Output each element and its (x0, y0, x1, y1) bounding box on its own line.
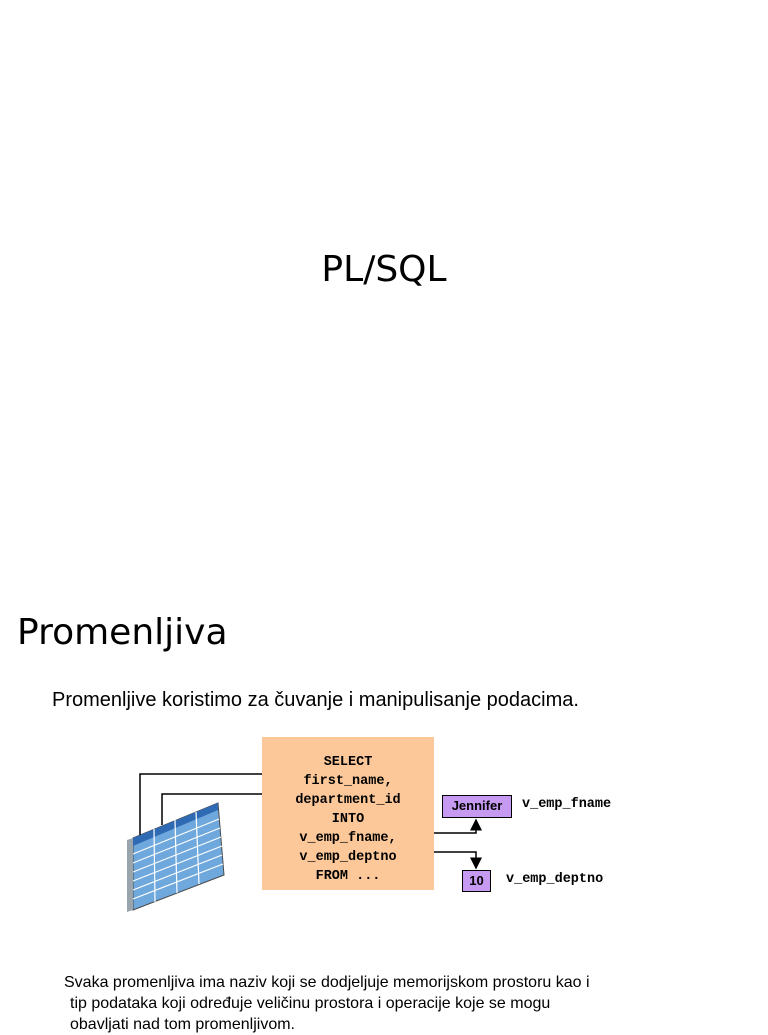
fname-variable-label: v_emp_fname (522, 797, 612, 812)
variable-description: Svaka promenljiva ima naziv koji se dodj… (64, 972, 724, 1035)
sql-line: FROM ... (315, 869, 381, 884)
sql-statement-box: SELECT first_name, department_id INTO v_… (262, 737, 434, 890)
arrow-to-deptno (426, 851, 482, 870)
intro-text: Promenljive koristimo za čuvanje i manip… (52, 689, 579, 711)
sql-line: first_name, (303, 774, 393, 789)
arrow-department-id (161, 788, 278, 825)
arrow-first-name (139, 768, 278, 835)
slide-heading: Promenljiva (17, 612, 228, 653)
select-into-diagram: SELECT first_name, department_id INTO v_… (0, 730, 768, 930)
sql-line: SELECT (323, 755, 373, 770)
fname-value-box: Jennifer (442, 795, 512, 818)
deptno-variable-label: v_emp_deptno (506, 872, 604, 887)
slide-title: PL/SQL (321, 249, 447, 290)
description-line: Svaka promenljiva ima naziv koji se dodj… (64, 974, 590, 991)
deptno-value-box: 10 (462, 870, 491, 892)
sql-line: v_emp_deptno (299, 850, 397, 865)
sql-line: v_emp_fname, (299, 831, 397, 846)
diagram-connectors (127, 768, 482, 912)
description-line: tip podataka koji određuje veličinu pros… (70, 995, 551, 1012)
database-table-icon (127, 802, 225, 912)
sql-line: department_id (295, 793, 401, 808)
sql-line: INTO (331, 812, 365, 827)
arrow-to-jennifer (426, 818, 482, 834)
description-line: obavljati nad tom promenljivom. (70, 1016, 295, 1033)
